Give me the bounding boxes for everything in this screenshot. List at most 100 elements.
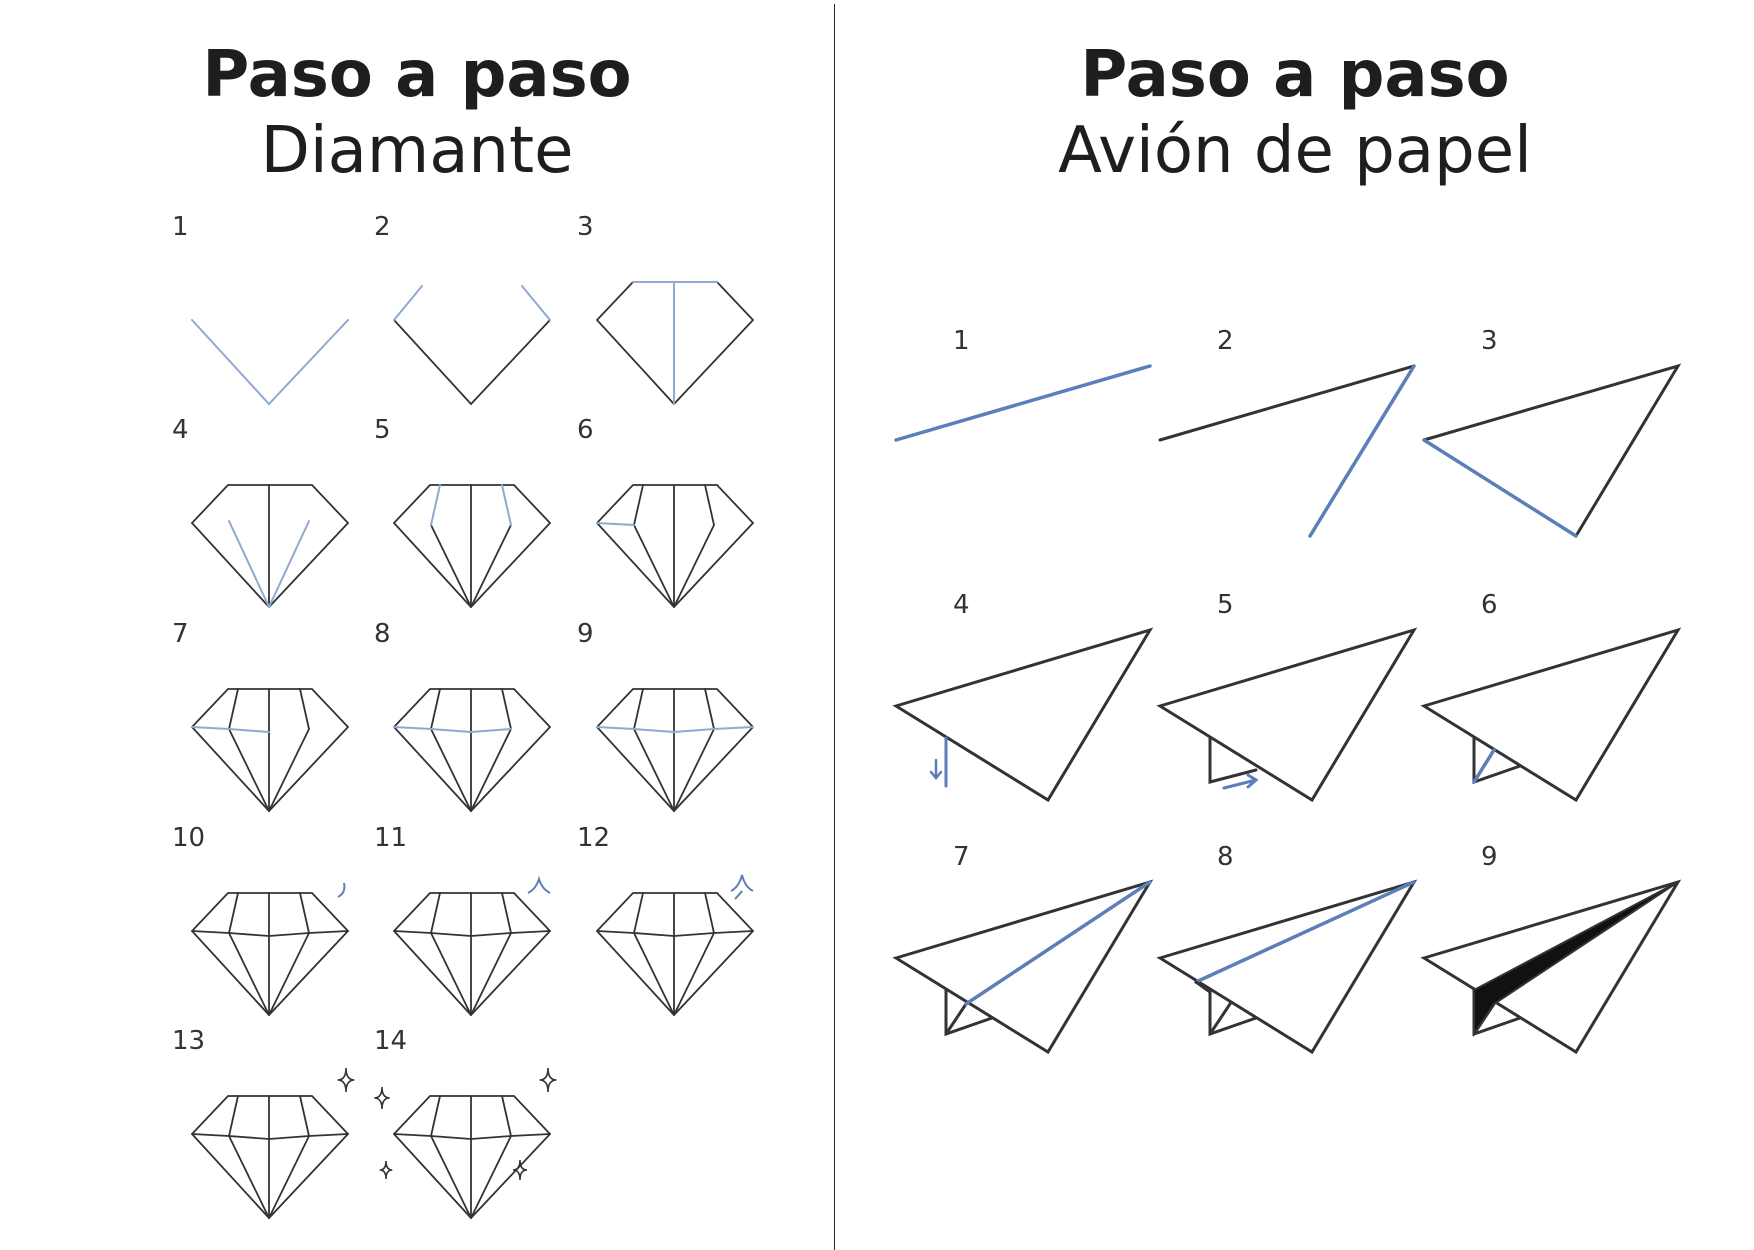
diamond-upper-facet-left bbox=[430, 688, 441, 730]
sparkle-icon bbox=[512, 1159, 528, 1181]
paper-plane-title: Paso a paso bbox=[1080, 38, 1510, 112]
diamond-upper-facet-right bbox=[704, 892, 715, 934]
diamond-upper-facet-right bbox=[501, 688, 512, 730]
plane-fold-line bbox=[1422, 438, 1578, 538]
plane-outline bbox=[1422, 363, 1682, 538]
diamond-girdle-right bbox=[470, 728, 512, 733]
plane-arrow-head bbox=[1246, 773, 1259, 789]
diamond-upper-facet-left bbox=[228, 1095, 239, 1137]
diamond-facet-right bbox=[268, 932, 310, 1016]
diamond-facet-right bbox=[470, 524, 512, 608]
diamond-step-number: 11 bbox=[374, 823, 408, 853]
plane-drawing-4 bbox=[892, 627, 1154, 803]
diamond-step-number: 10 bbox=[172, 823, 206, 853]
diamond-girdle-mid2 bbox=[673, 728, 715, 733]
diamond-girdle-left bbox=[393, 726, 432, 730]
diamond-drawing-11 bbox=[392, 875, 552, 1017]
diamond-step-number: 9 bbox=[577, 619, 594, 649]
plane-drawing-7 bbox=[892, 879, 1154, 1055]
plane-fold-line bbox=[894, 364, 1152, 442]
diamond-outline bbox=[595, 688, 755, 813]
diamond-facet-right bbox=[268, 728, 310, 812]
diamond-outline bbox=[392, 1095, 552, 1220]
diamond-upper-facet-left bbox=[633, 484, 644, 526]
diamond-facet-right bbox=[268, 1135, 310, 1219]
diamond-drawing-9 bbox=[595, 688, 755, 813]
plane-outline bbox=[1156, 879, 1418, 1055]
diamond-guide-v bbox=[191, 319, 349, 406]
diamond-left-shoulder bbox=[393, 285, 423, 321]
diamond-upper-facet-right bbox=[299, 1095, 310, 1137]
diamond-upper-facet-left bbox=[430, 484, 441, 526]
diamond-girdle bbox=[596, 930, 754, 937]
diamond-girdle bbox=[191, 930, 349, 937]
diamond-facet-left bbox=[633, 524, 675, 608]
plane-step-number: 7 bbox=[953, 842, 970, 872]
diamond-upper-facet-right bbox=[704, 688, 715, 730]
diamond-step-number: 13 bbox=[172, 1026, 206, 1056]
plane-step-number: 4 bbox=[953, 590, 970, 620]
diamond-girdle bbox=[393, 1133, 551, 1140]
plane-crease bbox=[1194, 980, 1212, 994]
diamond-outline bbox=[190, 484, 350, 609]
diamond-drawing-13 bbox=[190, 1067, 355, 1220]
diamond-outline bbox=[595, 892, 755, 1017]
plane-wing-fold bbox=[944, 1002, 968, 1036]
diamond-girdle-left bbox=[191, 726, 230, 730]
diamond-step-number: 4 bbox=[172, 415, 189, 445]
plane-drawing-5 bbox=[1156, 627, 1418, 803]
diamond-girdle-left bbox=[596, 522, 635, 526]
plane-outline bbox=[1420, 627, 1682, 803]
diamond-outline bbox=[595, 484, 755, 609]
diamond-step-number: 2 bbox=[374, 212, 391, 242]
plane-outline bbox=[1420, 879, 1682, 1055]
sparkle-icon bbox=[337, 1067, 355, 1093]
diamond-upper-facet-left bbox=[430, 892, 441, 934]
diamond-right-shoulder bbox=[521, 285, 551, 321]
diamond-facet-right bbox=[470, 932, 512, 1016]
diamond-drawing-14 bbox=[374, 1067, 557, 1220]
diamond-drawing-4 bbox=[190, 484, 350, 609]
diamond-facet-left bbox=[228, 1135, 270, 1219]
diamond-step-number: 7 bbox=[172, 619, 189, 649]
plane-outline bbox=[1156, 627, 1418, 803]
diamond-facet-left bbox=[633, 932, 675, 1016]
diamond-step-number: 5 bbox=[374, 415, 391, 445]
diamond-facet-left bbox=[430, 932, 472, 1016]
diamond-facet-right bbox=[470, 1135, 512, 1219]
plane-fold-line bbox=[964, 880, 1152, 1006]
plane-fold-line bbox=[1472, 748, 1496, 784]
diamond-step-number: 14 bbox=[374, 1026, 408, 1056]
diamond-facet-right bbox=[470, 728, 512, 812]
diamond-girdle bbox=[393, 930, 551, 937]
diamond-drawing-7 bbox=[190, 688, 350, 813]
diamond-upper-facet-left bbox=[430, 1095, 441, 1137]
plane-arrow-head bbox=[929, 770, 943, 780]
sparkle-stroke-3 bbox=[730, 874, 754, 900]
plane-wing bbox=[1208, 736, 1258, 784]
sparkle-icon bbox=[374, 1086, 390, 1110]
diamond-facet-right bbox=[673, 932, 715, 1016]
diamond-drawing-5 bbox=[392, 484, 552, 609]
diamond-drawing-6 bbox=[595, 484, 755, 609]
diamond-facet-left bbox=[228, 520, 270, 608]
diamond-step-number: 12 bbox=[577, 823, 611, 853]
plane-drawing-8 bbox=[1156, 879, 1418, 1055]
diamond-upper-facet-right bbox=[299, 892, 310, 934]
diamond-upper-facet-right bbox=[501, 484, 512, 526]
plane-step-number: 3 bbox=[1481, 326, 1498, 356]
diamond-girdle-right bbox=[713, 726, 754, 730]
diamond-facet-left bbox=[430, 728, 472, 812]
diamond-facet-left bbox=[228, 728, 270, 812]
diamond-outline bbox=[392, 688, 552, 813]
diamond-girdle-mid bbox=[430, 728, 472, 733]
diamond-outline bbox=[392, 892, 552, 1017]
diamond-facet-left bbox=[430, 524, 472, 608]
diamond-girdle-left bbox=[596, 726, 635, 730]
sparkle-stroke-1 bbox=[337, 882, 346, 898]
paper-plane-subtitle: Avión de papel bbox=[1058, 114, 1532, 188]
sparkle-icon bbox=[539, 1067, 557, 1093]
diamond-girdle-mid bbox=[633, 728, 675, 733]
